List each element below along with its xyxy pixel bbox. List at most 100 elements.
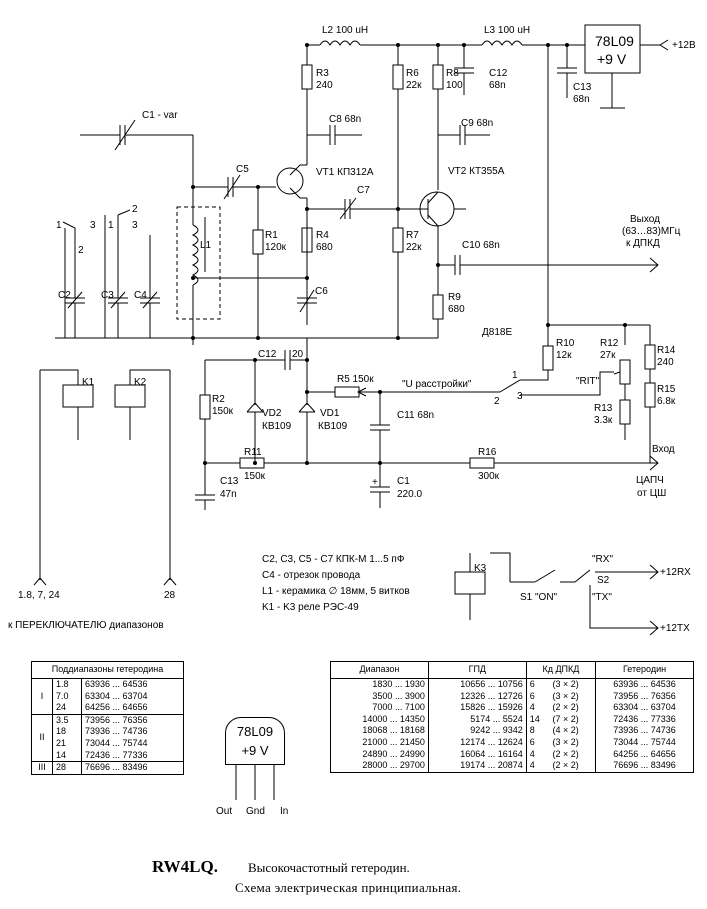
band-table-cell: 73936 ... 74736 xyxy=(613,725,676,736)
svg-text:C3: C3 xyxy=(101,290,114,301)
svg-text:C6: C6 xyxy=(315,286,328,297)
svg-text:R16: R16 xyxy=(478,447,497,458)
band-table-cell: 9242 ... 9342 xyxy=(428,725,527,737)
subtitle: Схема электрическая принципиальная. xyxy=(235,880,462,895)
svg-text:S2: S2 xyxy=(597,575,610,586)
svg-text:R14: R14 xyxy=(657,345,676,356)
svg-text:КВ109: КВ109 xyxy=(318,421,348,432)
svg-text:C7: C7 xyxy=(357,185,370,196)
svg-text:C8 68n: C8 68n xyxy=(329,114,361,125)
supply-label: +12В xyxy=(672,40,696,51)
svg-text:(63…83)МГц: (63…83)МГц xyxy=(622,226,681,237)
svg-text:300к: 300к xyxy=(478,471,500,482)
svg-text:3.3к: 3.3к xyxy=(594,415,613,426)
note-line: K1 - K3 реле РЭС-49 xyxy=(262,602,359,613)
band-table-cell: 4 xyxy=(529,760,535,771)
band-table-cell: (3 × 2) xyxy=(549,736,597,749)
svg-text:R12: R12 xyxy=(600,338,619,349)
svg-text:R2: R2 xyxy=(212,394,225,405)
svg-text:2: 2 xyxy=(132,204,138,215)
author: RW4LQ. xyxy=(152,857,218,876)
svg-text:R6: R6 xyxy=(406,68,419,79)
band-table-cell: 6 xyxy=(529,679,535,689)
band-table-cell: (3 × 2) xyxy=(549,690,597,703)
svg-text:L1: L1 xyxy=(200,240,212,251)
band-table-cell: 28000 ... 29700 xyxy=(330,760,429,773)
footer-title-line: RW4LQ. Высокочастотный гетеродин. xyxy=(152,857,410,877)
svg-text:+12RX: +12RX xyxy=(660,567,691,578)
band-table-cell: 7000 ... 7100 xyxy=(330,702,429,714)
svg-text:150к: 150к xyxy=(244,471,266,482)
svg-text:Вход: Вход xyxy=(652,444,675,455)
band-table-cell: 4 xyxy=(529,702,535,713)
band-table-cell: 16064 ... 16164 xyxy=(428,748,527,761)
band-table-cell: 6 xyxy=(529,736,535,747)
pin-out-label: Out xyxy=(216,806,233,817)
band-table-cell: 3500 ... 3900 xyxy=(330,690,429,703)
band-table-cell: 21000 ... 21450 xyxy=(330,736,429,749)
svg-text:3: 3 xyxy=(132,220,138,231)
pin-gnd-label: Gnd xyxy=(246,806,265,817)
svg-text:68n: 68n xyxy=(489,80,506,91)
svg-text:к ПЕРЕКЛЮЧАТЕЛЮ диапазонов: к ПЕРЕКЛЮЧАТЕЛЮ диапазонов xyxy=(8,620,164,631)
title: Высокочастотный гетеродин. xyxy=(248,860,410,875)
svg-text:680: 680 xyxy=(316,242,333,253)
regulator-pins xyxy=(235,765,275,800)
band-table-cell: 63304 ... 63704 xyxy=(613,702,676,713)
band-table-cell: 18068 ... 18168 xyxy=(330,725,429,737)
svg-text:150к: 150к xyxy=(212,406,234,417)
svg-text:1: 1 xyxy=(56,220,62,231)
svg-text:R1: R1 xyxy=(265,230,278,241)
svg-text:C2: C2 xyxy=(58,290,71,301)
svg-text:R9: R9 xyxy=(448,292,461,303)
note-line: C2, C3, C5 - C7 КПК-М 1...5 пФ xyxy=(262,554,405,565)
svg-text:C12: C12 xyxy=(258,349,277,360)
band-table-cell: (3 × 2) xyxy=(549,678,597,691)
band-table-cell: 15826 ... 15926 xyxy=(428,702,527,714)
svg-text:S1 "ON": S1 "ON" xyxy=(520,592,558,603)
band-table-cell: 1830 ... 1930 xyxy=(330,678,429,691)
svg-text:120к: 120к xyxy=(265,242,287,253)
band-table-cell: (2 × 2) xyxy=(549,748,597,761)
svg-text:1: 1 xyxy=(108,220,114,231)
band-table-cell: 76696 ... 83496 xyxy=(613,760,676,771)
band-table-cell: 64256 ... 64656 xyxy=(613,748,676,759)
note-line: L1 - керамика ∅ 18мм, 5 витков xyxy=(262,586,410,597)
band-table-cell: 8 xyxy=(529,725,535,736)
svg-text:C1 - var: C1 - var xyxy=(142,110,178,121)
svg-text:R4: R4 xyxy=(316,230,329,241)
band-table-cell: 12326 ... 12726 xyxy=(428,690,527,703)
svg-text:VT1 КП312А: VT1 КП312А xyxy=(316,167,374,178)
svg-text:2: 2 xyxy=(494,396,500,407)
band-table-cell: 14 xyxy=(529,713,540,724)
band-table-cell: 10656 ... 10756 xyxy=(428,678,527,691)
svg-text:100: 100 xyxy=(446,80,463,91)
svg-text:6.8к: 6.8к xyxy=(657,396,676,407)
svg-text:Выход: Выход xyxy=(630,214,660,225)
svg-text:R8: R8 xyxy=(446,68,459,79)
svg-text:68n: 68n xyxy=(573,94,590,105)
svg-text:20: 20 xyxy=(292,349,304,360)
svg-text:+: + xyxy=(372,477,378,488)
svg-text:C13: C13 xyxy=(220,476,239,487)
svg-text:C11 68n: C11 68n xyxy=(397,410,434,421)
regulator-name: 78L09 xyxy=(595,33,634,49)
svg-text:220.0: 220.0 xyxy=(397,489,422,500)
svg-text:47n: 47n xyxy=(220,489,237,500)
band-table-cell: 12174 ... 12624 xyxy=(428,736,527,749)
svg-text:R13: R13 xyxy=(594,403,613,414)
note-line: C4 - отрезок провода xyxy=(262,570,361,581)
svg-text:22к: 22к xyxy=(406,242,422,253)
svg-text:3: 3 xyxy=(517,391,523,402)
label-L2: L2 100 uH xyxy=(322,25,368,36)
svg-text:K3: K3 xyxy=(474,563,487,574)
svg-text:28: 28 xyxy=(164,590,176,601)
svg-text:"RIT": "RIT" xyxy=(576,376,600,387)
svg-text:22к: 22к xyxy=(406,80,422,91)
